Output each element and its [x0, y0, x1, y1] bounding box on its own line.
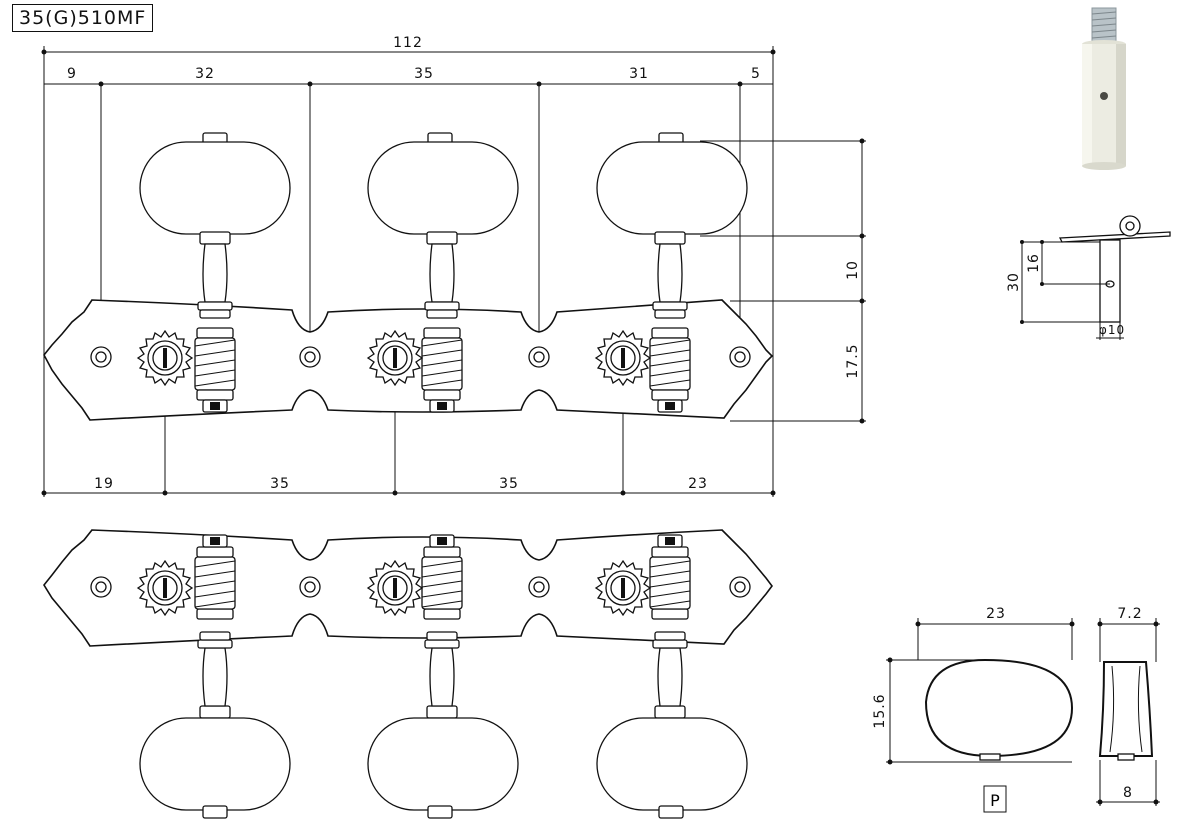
- top-tuner-3: [595, 132, 748, 413]
- bottom-tuner-1: [137, 534, 291, 819]
- dim-top-4: 31: [629, 66, 649, 82]
- bottom-tuner-2: [367, 534, 519, 819]
- top-tuner-2: [367, 132, 519, 413]
- button-dimension-diagram: 23 15.6 P 7.2 8: [872, 606, 1160, 813]
- dim-right-1: 10: [845, 260, 861, 280]
- dim-post-total: 30: [1006, 272, 1022, 292]
- dim-bottom-3: 35: [499, 476, 519, 492]
- dim-top-5: 5: [751, 66, 761, 82]
- dim-bottom-4: 23: [688, 476, 708, 492]
- top-tuner-1: [137, 132, 291, 413]
- model-title-box: 35(G)510MF: [12, 4, 154, 32]
- dim-bottom-1: 19: [94, 476, 114, 492]
- dim-bottom-2: 35: [270, 476, 290, 492]
- bottom-tuner-3: [595, 534, 748, 819]
- model-title: 35(G)510MF: [19, 7, 147, 29]
- dim-top-3: 35: [414, 66, 434, 82]
- dim-button-height: 15.6: [872, 693, 888, 728]
- post-dimension-diagram: 30 16 φ10: [1006, 215, 1171, 340]
- dim-button-side-top: 7.2: [1117, 606, 1142, 622]
- dim-right-2: 17.5: [845, 343, 861, 378]
- dim-overall: 112: [393, 35, 423, 51]
- dim-button-side-bottom: 8: [1123, 785, 1133, 801]
- dim-top-2: 32: [195, 66, 215, 82]
- dim-post-diameter: φ10: [1099, 323, 1125, 337]
- button-type-label: P: [990, 791, 1000, 810]
- roller-post-illustration: [1082, 7, 1126, 170]
- dim-post-hole: 16: [1026, 253, 1042, 273]
- dim-button-width: 23: [986, 606, 1006, 622]
- dim-top-1: 9: [67, 66, 77, 82]
